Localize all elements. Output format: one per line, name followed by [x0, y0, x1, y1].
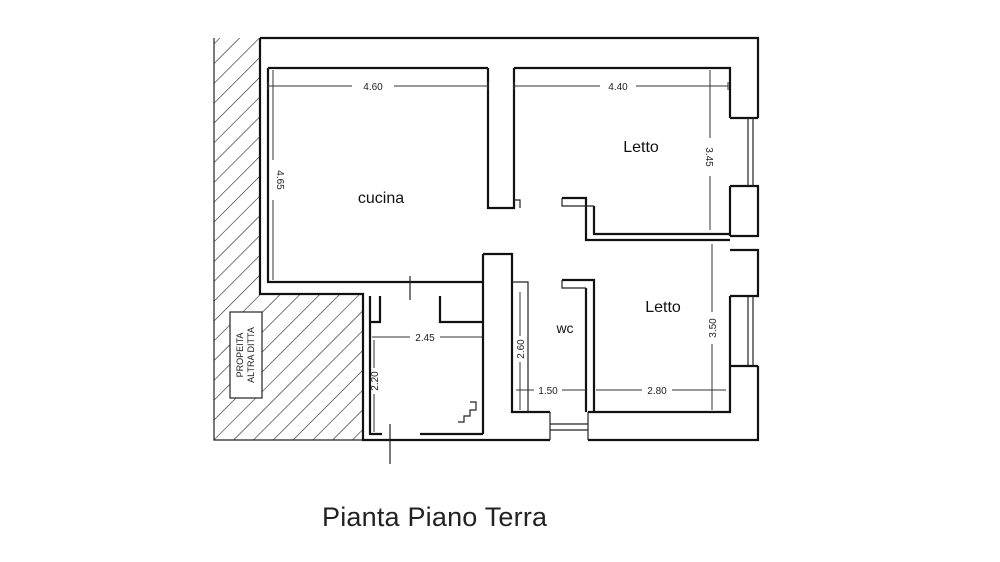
dimension-wc-width: 1.50 — [538, 386, 558, 397]
dimension-kitchen-depth: 4.65 — [274, 170, 285, 190]
dimension-bedroom2-width: 2.80 — [647, 386, 667, 397]
dimension-storage-width: 2.45 — [415, 333, 435, 344]
plan-title: Pianta Piano Terra — [322, 502, 548, 532]
room-label-bedroom-2: Letto — [645, 299, 681, 316]
neighbor-label-box: PROPEITA ALTRA DITTA — [229, 311, 263, 399]
dimension-lines — [267, 70, 729, 432]
dimension-wc-depth: 2.60 — [516, 339, 527, 359]
neighbor-property-hatch — [213, 38, 363, 441]
dimension-storage-depth: 2.20 — [370, 371, 381, 391]
outer-walls — [258, 36, 760, 442]
dimension-kitchen-width: 4.60 — [363, 82, 383, 93]
neighbor-label-line1: PROPEITA — [235, 333, 245, 378]
dimension-bedroom1-depth: 3.45 — [703, 147, 714, 167]
dimension-bedroom1-width: 4.40 — [608, 82, 628, 93]
neighbor-label-line2: ALTRA DITTA — [246, 327, 256, 383]
dimension-bedroom2-depth: 3.50 — [708, 318, 719, 338]
interior-walls — [370, 68, 730, 464]
room-label-bedroom-1: Letto — [623, 139, 659, 156]
room-label-kitchen: cucina — [358, 190, 404, 207]
room-label-bathroom: wc — [555, 320, 573, 336]
